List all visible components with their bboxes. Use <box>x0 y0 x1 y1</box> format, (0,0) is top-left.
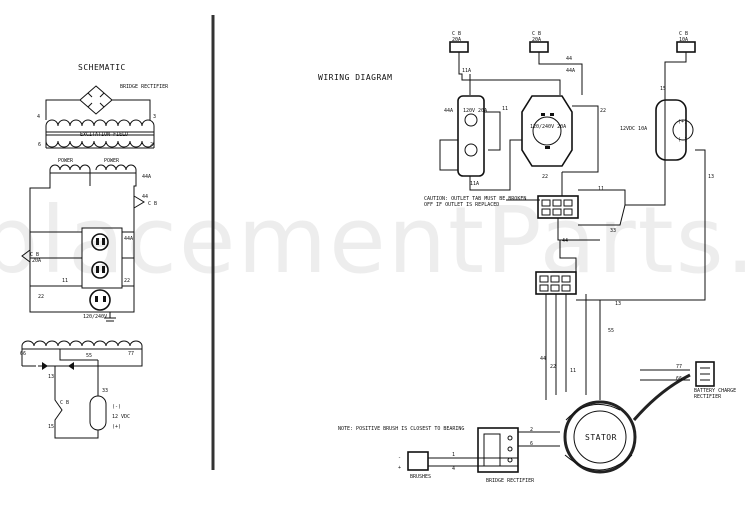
stator-label: STATOR <box>585 433 617 442</box>
svg-text:44: 44 <box>540 356 546 362</box>
svg-text:33: 33 <box>610 228 616 234</box>
schematic-power-right: POWER <box>104 158 120 164</box>
svg-text:11A: 11A <box>470 181 479 187</box>
svg-text:12VDC 10A: 12VDC 10A <box>620 126 647 132</box>
schematic-wire-11: 11 <box>62 278 68 284</box>
svg-text:55: 55 <box>86 353 92 359</box>
svg-text:55: 55 <box>608 328 614 334</box>
svg-text:C B: C B <box>30 252 39 258</box>
schematic-cb-right-label: C B <box>148 201 157 207</box>
schematic-bridge-label: BRIDGE RECTIFIER <box>120 84 169 90</box>
wiring-title: WIRING DIAGRAM <box>318 73 392 82</box>
svg-text:15: 15 <box>660 86 666 92</box>
svg-text:20A: 20A <box>32 258 41 264</box>
schematic-wire-3: 3 <box>153 114 156 120</box>
svg-text:44: 44 <box>566 56 572 62</box>
schematic-bridge-rectifier: BRIDGE RECTIFIER <box>79 84 169 115</box>
wiring-cb-right: C B 10A <box>676 31 696 53</box>
schematic-wire-2: 2 <box>150 142 153 148</box>
svg-text:(+): (+) <box>112 424 121 430</box>
wiring-bridge-rectifier: BRIDGE RECTIFIER <box>477 427 535 484</box>
schematic-wire-22-b: 22 <box>38 294 44 300</box>
svg-text:11: 11 <box>570 368 576 374</box>
wiring-brushes: - + BRUSHES <box>398 451 431 480</box>
svg-text:20A: 20A <box>452 37 461 43</box>
svg-text:(+): (+) <box>678 119 687 125</box>
svg-text:66: 66 <box>676 376 682 382</box>
wiring-caution-note: CAUTION: OUTLET TAB MUST BE BROKEN OFF I… <box>424 196 540 208</box>
schematic-wire-6: 6 <box>38 142 41 148</box>
svg-text:2: 2 <box>530 427 533 433</box>
schematic-wire-4: 4 <box>37 114 40 120</box>
svg-text:11A: 11A <box>462 68 471 74</box>
svg-text:120/240V 20A: 120/240V 20A <box>530 124 566 130</box>
wiring-outlet-120v: 120V 20A <box>457 95 487 177</box>
svg-text:44A: 44A <box>444 108 453 114</box>
svg-text:22: 22 <box>550 364 556 370</box>
wiring-cb-left: C B 20A <box>449 31 469 53</box>
svg-text:77: 77 <box>128 351 134 357</box>
svg-text:22: 22 <box>542 174 548 180</box>
wiring-cb-mid: C B 20A <box>529 31 549 53</box>
schematic-power-windings: POWER POWER <box>29 158 137 300</box>
svg-text:22: 22 <box>600 108 606 114</box>
svg-text:44A: 44A <box>566 68 575 74</box>
svg-text:11: 11 <box>598 186 604 192</box>
svg-text:1: 1 <box>452 452 455 458</box>
svg-text:C B: C B <box>452 31 461 37</box>
svg-text:BRIDGE RECTIFIER: BRIDGE RECTIFIER <box>486 478 535 484</box>
wiring-stator: STATOR <box>563 373 691 474</box>
brush-note: NOTE: POSITIVE BRUSH IS CLOSEST TO BEARI… <box>338 426 465 432</box>
schematic-power-left: POWER <box>58 158 74 164</box>
schematic-wire-44a: 44A <box>142 174 151 180</box>
svg-text:15: 15 <box>48 424 54 430</box>
svg-text:12 VDC: 12 VDC <box>112 414 130 420</box>
wiring-outlet-12vdc: (+) (-) 12VDC 10A <box>620 99 694 161</box>
schematic-title: SCHEMATIC <box>78 63 126 72</box>
schematic-outlet-label: 120/240V <box>83 314 107 320</box>
svg-text:C B: C B <box>679 31 688 37</box>
schematic-wire-44: 44 <box>142 194 148 200</box>
wiring-outlet-240v: 120/240V 20A <box>521 95 573 167</box>
schematic-wire-22: 22 <box>124 278 130 284</box>
svg-text:66: 66 <box>20 351 26 357</box>
svg-text:13: 13 <box>48 374 54 380</box>
svg-text:BRUSHES: BRUSHES <box>410 474 431 480</box>
schematic-dc-charge: 66 77 55 13 33 15 C B (-) 12 VDC (+) <box>20 340 143 439</box>
svg-text:20A: 20A <box>532 37 541 43</box>
schematic-cb-left: C B 20A <box>21 249 41 264</box>
schematic-wire-44a-b: 44A <box>124 236 133 242</box>
watermark: placementParts.c <box>0 187 750 294</box>
schematic-panel: SCHEMATIC BRIDGE RECTIFIER 4 3 EXCITATIO… <box>20 63 169 439</box>
battery-charge-rectifier-label: BATTERY CHARGE RECTIFIER <box>694 388 737 400</box>
wiring-battery-charge-rectifier: BATTERY CHARGE RECTIFIER <box>694 361 737 400</box>
schematic-excitation-label: EXCITATION FIELD <box>80 132 128 138</box>
svg-text:44: 44 <box>562 238 568 244</box>
svg-text:C B: C B <box>60 400 69 406</box>
wiring-panel: WIRING DIAGRAM C B 20A C B 20A C B 10A 1… <box>318 31 737 484</box>
svg-text:33: 33 <box>102 388 108 394</box>
svg-text:11: 11 <box>502 106 508 112</box>
svg-text:(-): (-) <box>112 404 121 410</box>
svg-text:10A: 10A <box>679 37 688 43</box>
svg-text:+: + <box>398 465 401 471</box>
caution-text: CAUTION: OUTLET TAB MUST BE BROKEN OFF I… <box>424 196 527 208</box>
schematic-excitation-field: EXCITATION FIELD <box>45 119 155 149</box>
svg-text:C B: C B <box>532 31 541 37</box>
svg-text:13: 13 <box>708 174 714 180</box>
svg-text:120V 20A: 120V 20A <box>463 108 487 114</box>
svg-text:13: 13 <box>615 301 621 307</box>
svg-text:4: 4 <box>452 466 455 472</box>
svg-text:(-): (-) <box>678 137 687 143</box>
svg-text:6: 6 <box>530 441 533 447</box>
svg-text:77: 77 <box>676 364 682 370</box>
svg-text:-: - <box>398 455 401 461</box>
